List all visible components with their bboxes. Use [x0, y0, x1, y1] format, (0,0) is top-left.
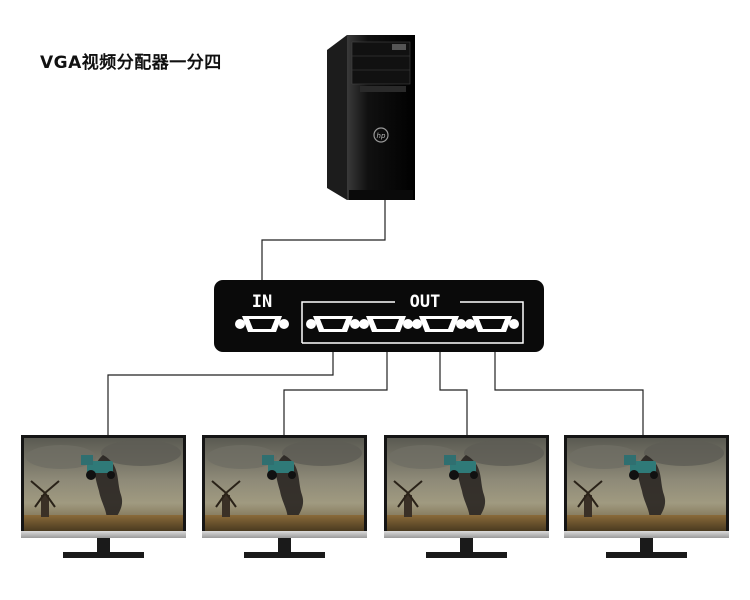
hp-logo-icon	[373, 127, 389, 143]
vga-splitter: IN OUT	[214, 280, 544, 352]
in-port-label: IN	[252, 292, 272, 312]
monitor-icon-4	[564, 435, 729, 559]
vga-port-out-1	[306, 316, 360, 332]
monitor-icon-1	[21, 435, 186, 559]
vga-port-out-2	[359, 316, 413, 332]
cable-out2-monitor2	[283, 352, 388, 437]
vga-port-in	[235, 316, 289, 332]
monitor-icon-2	[202, 435, 367, 559]
vga-port-out-4	[465, 316, 519, 332]
cables	[107, 198, 644, 437]
cable-out4-monitor4	[494, 352, 644, 437]
cable-pc-to-in	[261, 198, 386, 282]
out-port-label: OUT	[410, 292, 441, 312]
svg-text:hp: hp	[377, 132, 386, 140]
vga-port-out-3	[412, 316, 466, 332]
cable-out3-monitor3	[439, 352, 468, 437]
monitor-icon-3	[384, 435, 549, 559]
diagram-title: VGA视频分配器一分四	[40, 53, 222, 73]
desktop-computer-icon: hp	[327, 35, 415, 200]
cable-out1-monitor1	[107, 352, 334, 437]
